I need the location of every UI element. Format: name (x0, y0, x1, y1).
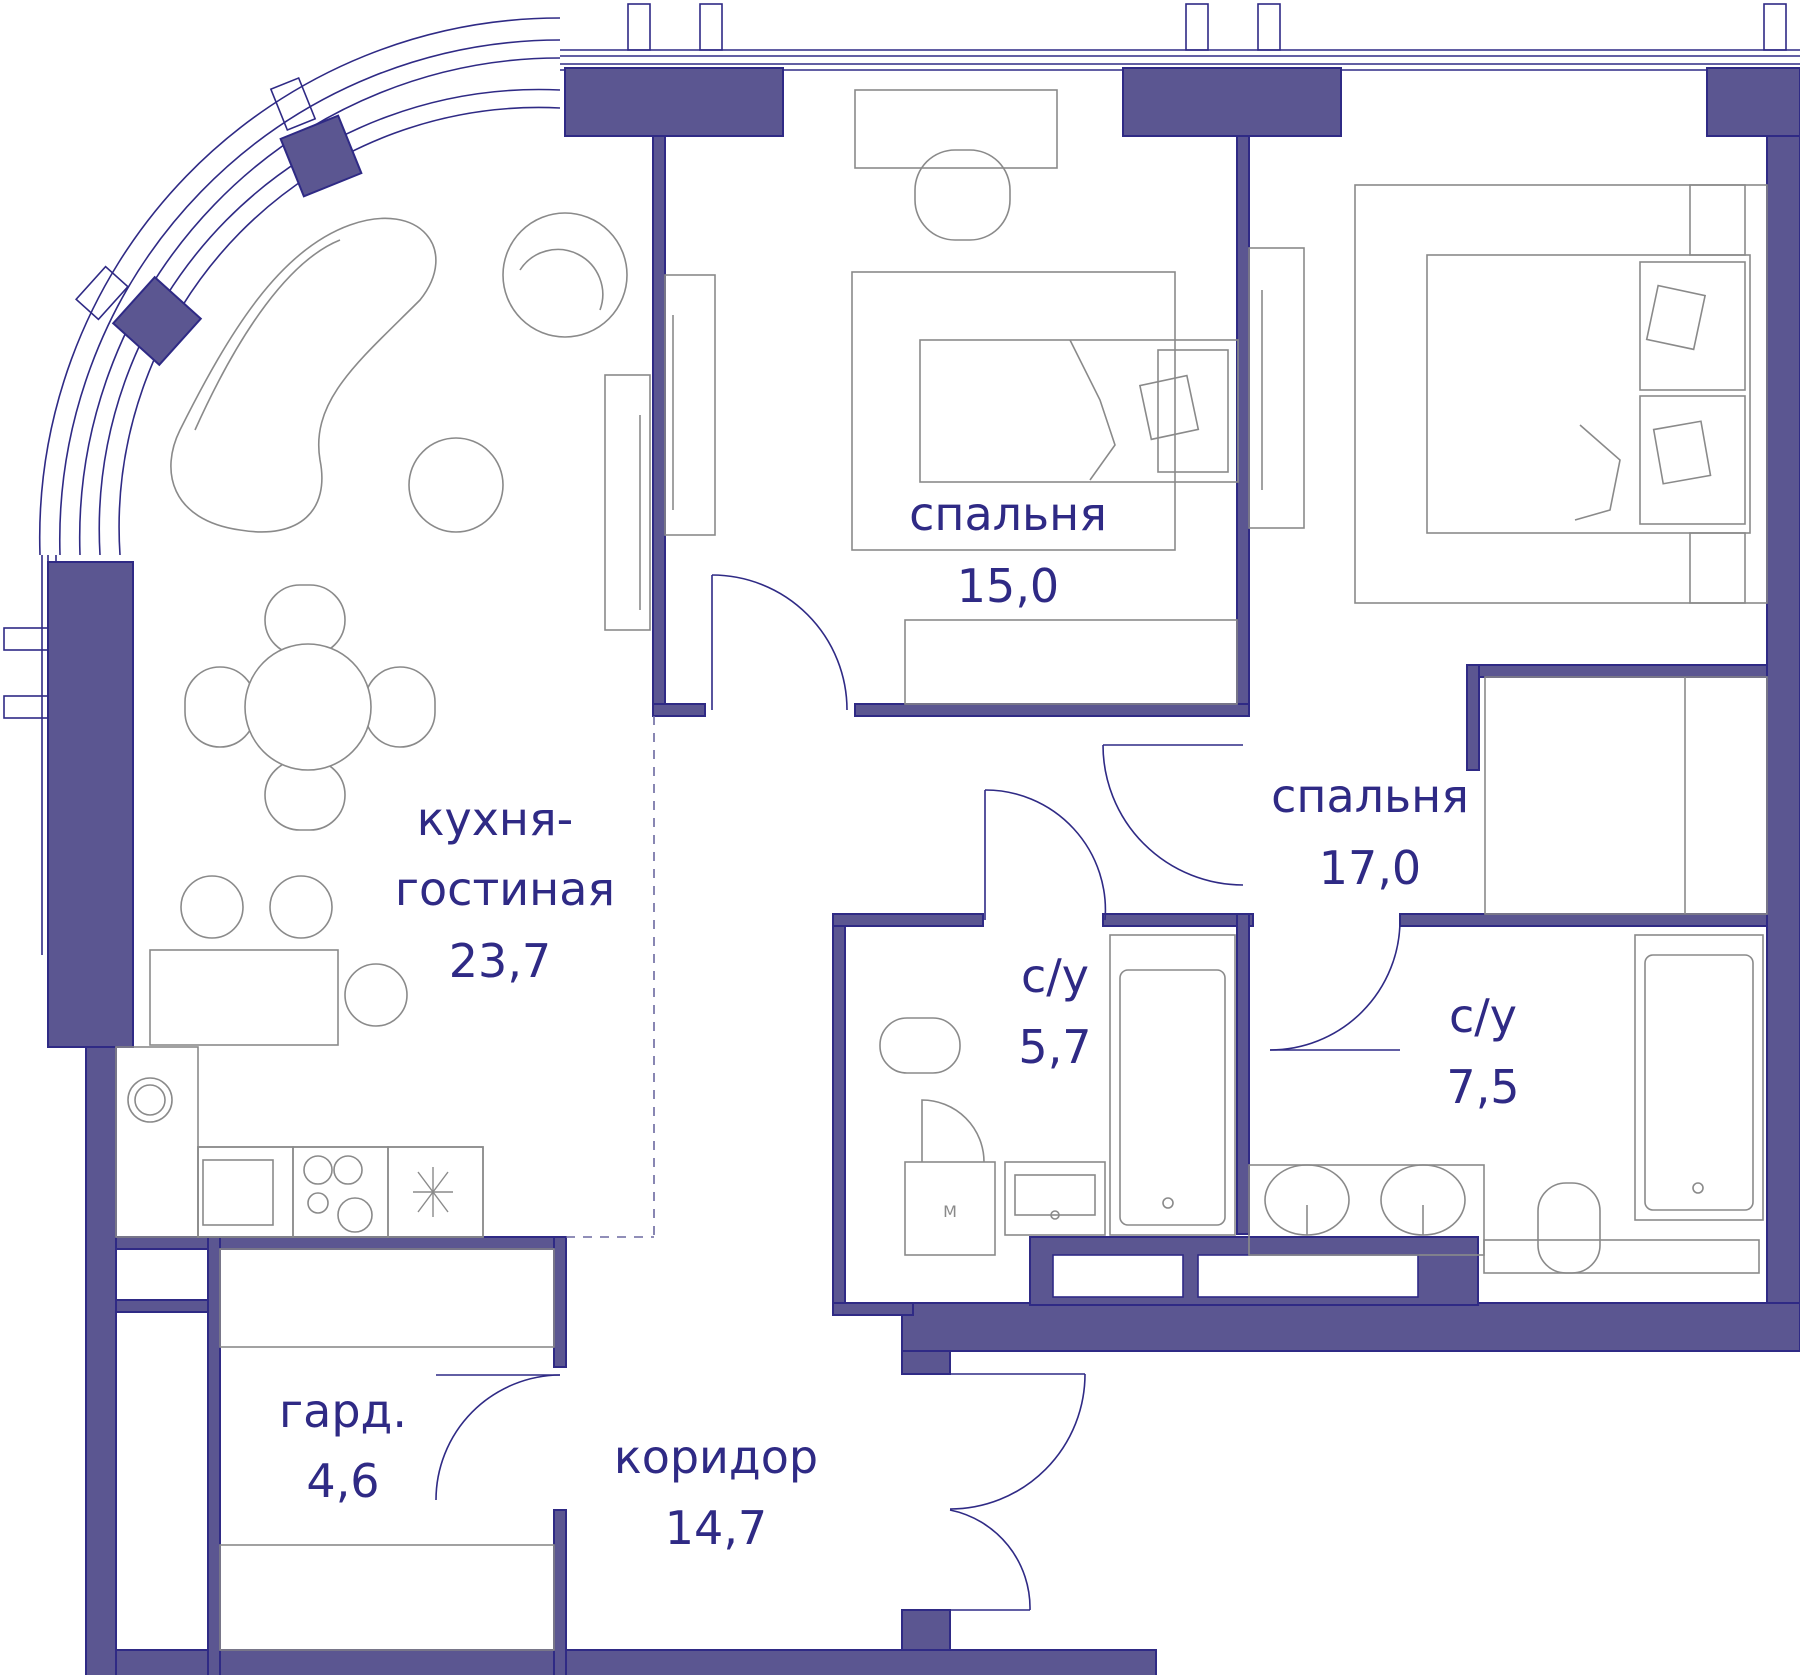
door-bedroom2 (1102, 744, 1244, 886)
toilet-1 (879, 1017, 961, 1074)
bar-stools (180, 875, 408, 1027)
wardrobe-name: гард. (279, 1384, 407, 1438)
zone-divider (566, 716, 655, 1238)
niche-1 (1052, 1254, 1184, 1298)
bathtub-2 (1634, 934, 1764, 1221)
bedroom1-shelf (904, 619, 1238, 705)
bedroom1-area: 15,0 (957, 559, 1059, 613)
bedroom2-bed (1354, 184, 1768, 604)
facade-column-2 (75, 265, 203, 367)
label-bedroom1: спальня 15,0 (909, 487, 1107, 613)
sink-1 (1004, 1161, 1106, 1236)
label-wardrobe: гард. 4,6 (279, 1384, 407, 1508)
kitchen-living-name-line1: кухня- (417, 792, 574, 846)
corridor-area: 14,7 (665, 1501, 767, 1555)
bathroom1-name: с/у (1021, 949, 1089, 1003)
bathroom1-area: 5,7 (1018, 1020, 1091, 1074)
bathroom2-area: 7,5 (1446, 1060, 1519, 1114)
door-bathroom1 (984, 789, 1107, 921)
wardrobe-shelf-top (219, 1248, 555, 1348)
dining-set (184, 584, 436, 831)
label-bedroom2: спальня 17,0 (1271, 769, 1469, 895)
bedroom2-area: 17,0 (1319, 841, 1421, 895)
bathtub-1 (1109, 934, 1236, 1236)
label-bathroom2: с/у 7,5 (1446, 989, 1519, 1114)
niche-2 (1197, 1254, 1419, 1298)
top-windows (560, 3, 1800, 71)
curved-facade (38, 17, 561, 556)
kitchen-living-area: 23,7 (449, 934, 551, 988)
double-sink (1248, 1164, 1485, 1256)
star-burst-icon (413, 1167, 453, 1217)
bedroom1-desk (854, 89, 1058, 241)
label-corridor: коридор 14,7 (614, 1430, 818, 1555)
kitchen-island (149, 949, 339, 1046)
curved-sofa (170, 217, 437, 533)
bedroom2-name: спальня (1271, 769, 1469, 823)
door-wardrobe (435, 1374, 561, 1501)
bedroom1-bed (851, 271, 1239, 551)
door-bathroom2 (1269, 919, 1401, 1051)
door-bedroom1 (711, 574, 848, 711)
bathroom2-counter (1483, 1239, 1760, 1274)
washer-icon: M (943, 1202, 957, 1221)
bedroom1-wardrobe (664, 247, 1305, 536)
corridor-name: коридор (614, 1430, 818, 1484)
label-bathroom1: с/у 5,7 (1018, 949, 1091, 1074)
bathroom1-cabinet (904, 1099, 996, 1256)
bathroom2-name: с/у (1449, 989, 1517, 1043)
toilet-2 (1537, 1182, 1601, 1274)
label-kitchen-living: кухня- гостиная 23,7 (395, 792, 615, 988)
kitchen-living-name-line2: гостиная (395, 862, 615, 916)
coffee-table (408, 437, 504, 533)
wardrobe-area: 4,6 (306, 1454, 379, 1508)
kitchen-counter (115, 1046, 484, 1238)
armchair (502, 212, 628, 338)
tv-cabinet (604, 374, 651, 631)
wardrobe-shelf-bottom (219, 1544, 555, 1651)
facade-column-1 (269, 76, 363, 198)
door-entrance (949, 1373, 1086, 1611)
bedroom2-wardrobe (1484, 676, 1768, 915)
bedroom1-name: спальня (909, 487, 1107, 541)
